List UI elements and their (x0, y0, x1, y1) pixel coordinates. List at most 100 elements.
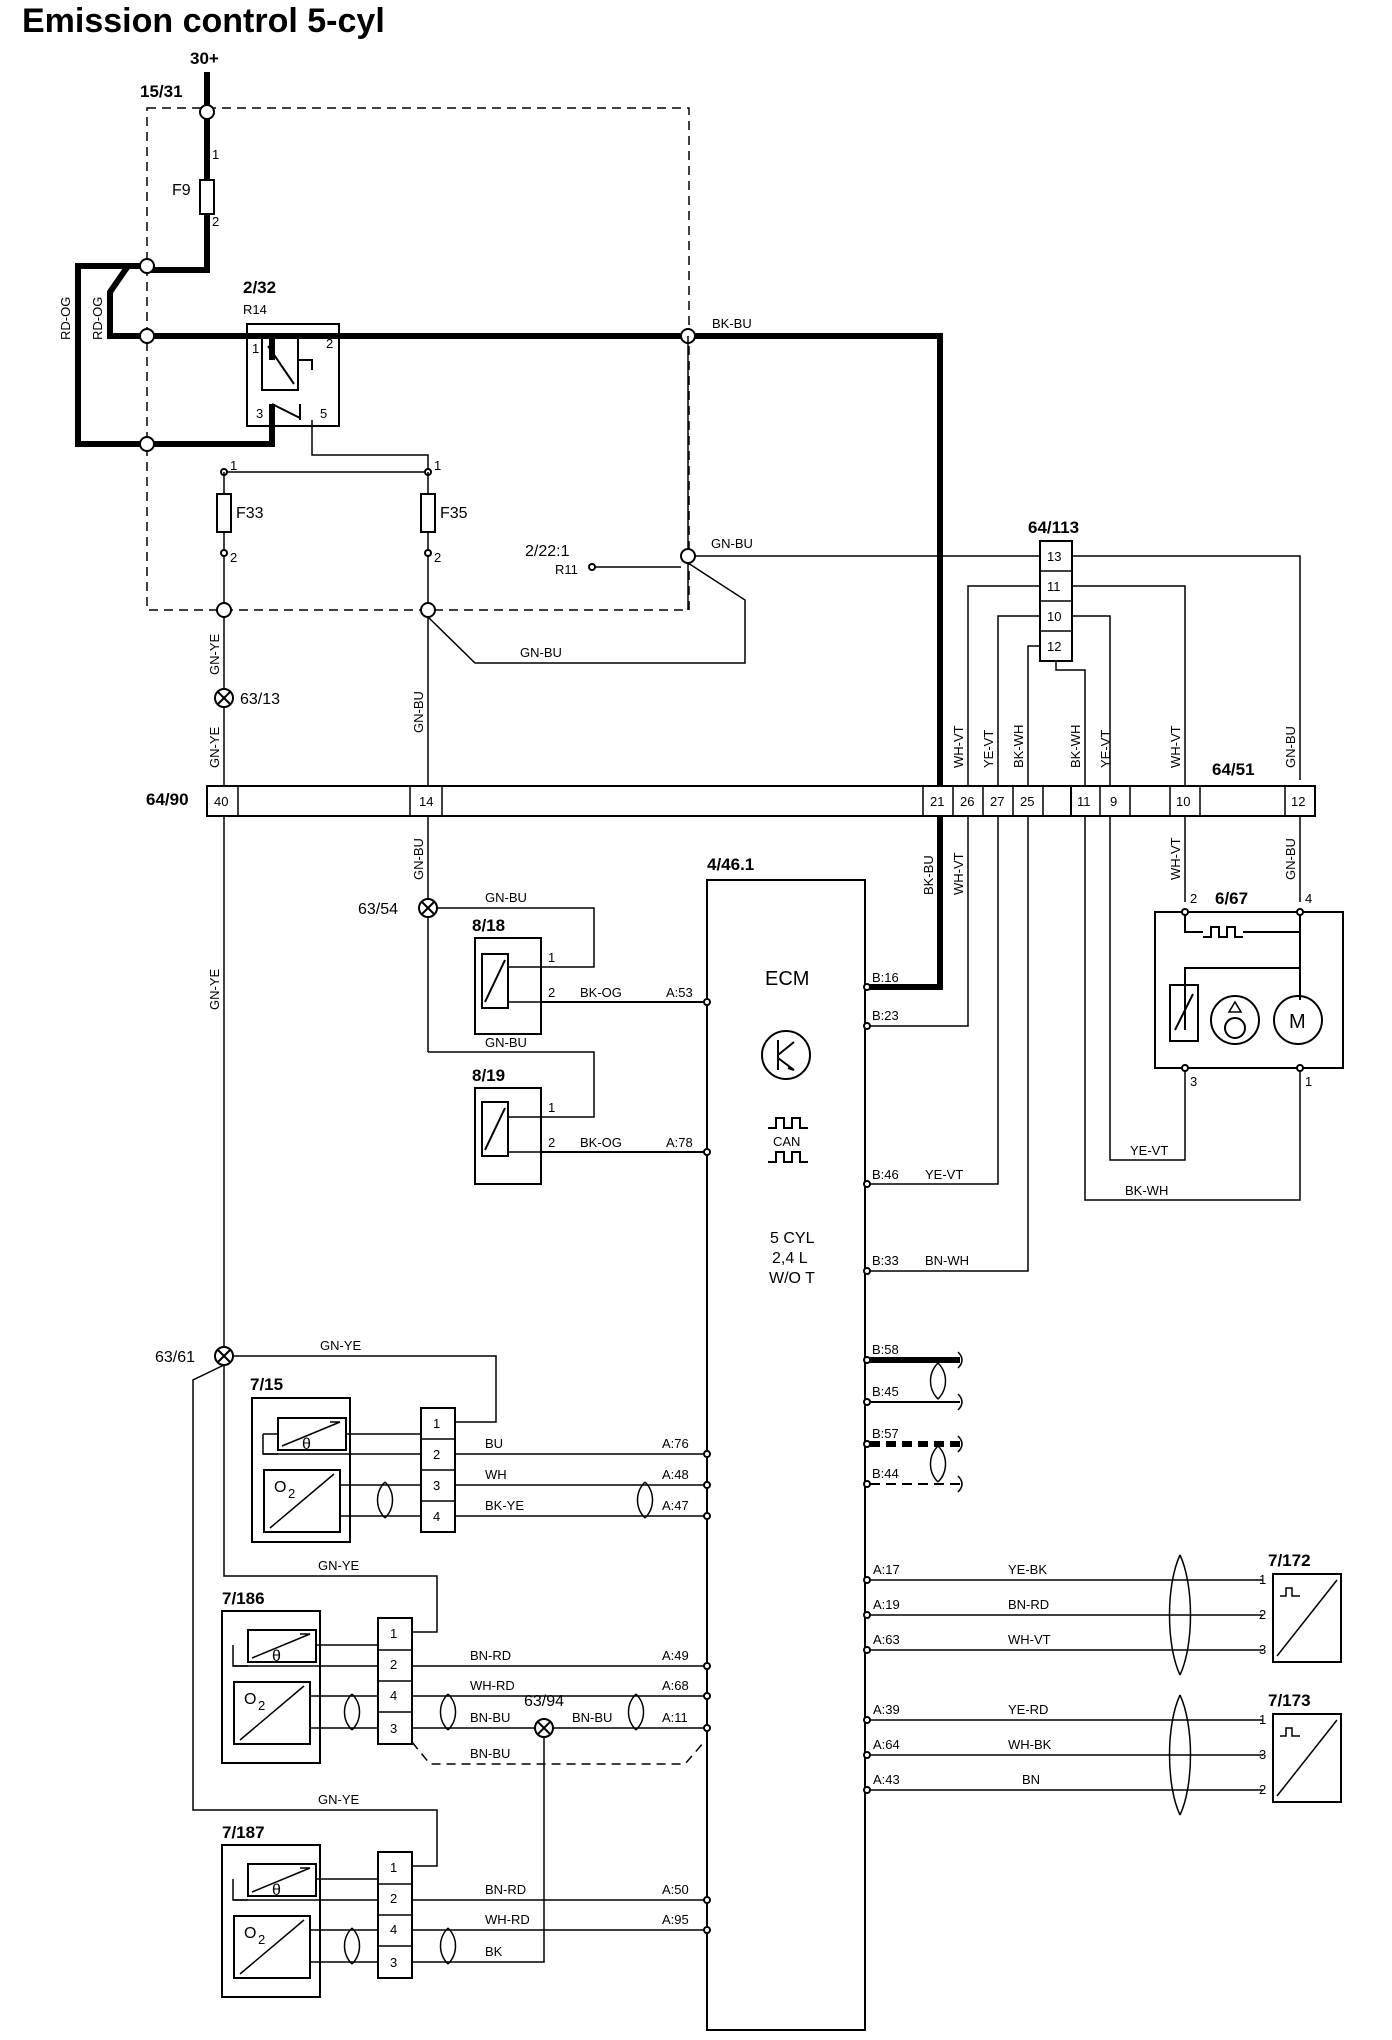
6-67-sensor-inner (1224, 1017, 1246, 1039)
label-wh-rd-b: WH-RD (485, 1912, 530, 1927)
c64-51-pin10: 10 (1176, 794, 1190, 809)
ecm-pin-a47: A:47 (662, 1498, 689, 1513)
label-wh-rd-a: WH-RD (470, 1678, 515, 1693)
connector-7-187-dividers (378, 1883, 412, 1947)
ecm-pin-a53-node (703, 998, 711, 1006)
label-gn-ye-a: GN-YE (207, 634, 222, 676)
relay-coil-diag (267, 345, 295, 385)
c8-18-pin2: 2 (548, 985, 555, 1000)
c7-186-pin4: 4 (390, 1688, 397, 1703)
splice-63-94 (534, 1718, 554, 1738)
wire-bk-wh-right (1055, 661, 1086, 790)
wire-gn-bu-return (427, 562, 746, 664)
wire-wh-vt-right (1072, 585, 1186, 790)
solenoid-8-19-leads (508, 1116, 542, 1153)
label-bn: BN (1022, 1772, 1040, 1787)
ecm-pin-a49-node (703, 1662, 711, 1670)
label-ye-bk: YE-BK (1008, 1562, 1047, 1577)
twist-7-186-cable-b (627, 1693, 645, 1731)
ecm-pin-a19: A:19 (873, 1597, 900, 1612)
ecm-pin-a39: A:39 (873, 1702, 900, 1717)
c64-90-pin25: 25 (1020, 794, 1034, 809)
c7-15-pin1: 1 (433, 1416, 440, 1431)
ecm-pin-b16: B:16 (872, 970, 899, 985)
connector-64-51-dividers (1099, 786, 1286, 816)
label-15-31: 15/31 (140, 82, 183, 101)
solenoid-8-19-coil (481, 1101, 509, 1157)
ecm-pin-a50-node (703, 1896, 711, 1904)
c6-67-pin3-node (1181, 1064, 1189, 1072)
label-bk-wh-a: BK-WH (1011, 725, 1026, 768)
wire-gn-bu-8-18 (437, 907, 595, 968)
c64-90-pin14: 14 (419, 794, 433, 809)
wire-relay-coil (154, 333, 533, 360)
c7-15-pin2: 2 (433, 1447, 440, 1462)
c64-51-pin12: 12 (1291, 794, 1305, 809)
supply-label: 30+ (190, 49, 219, 68)
7-172-diag (1276, 1579, 1338, 1657)
label-wh-bk: WH-BK (1008, 1737, 1052, 1752)
wire-relay-pin5-feed (311, 420, 429, 472)
label-2-32: 2/32 (243, 278, 276, 297)
label-gn-ye-c: GN-YE (207, 969, 222, 1011)
6-67-internal-wiring (1184, 915, 1301, 1030)
c64-51-pin11: 11 (1077, 794, 1091, 809)
wire-rd-og-outer (75, 263, 140, 447)
fuse-f9 (199, 179, 215, 215)
motor-icon (1273, 995, 1323, 1045)
c7-173-pin3: 3 (1259, 1747, 1266, 1762)
solenoid-8-18-diag (484, 959, 506, 1003)
7-187-o2-sub: 2 (258, 1932, 265, 1947)
twist-7-186-internal (343, 1693, 361, 1731)
connector-7-186-dividers (378, 1649, 412, 1713)
c7-173-pin1: 1 (1259, 1712, 1266, 1727)
connector-7-15-dividers (421, 1438, 455, 1502)
wire-bk-wh-12 (1027, 645, 1040, 790)
ecm-pin-a17-node (863, 1576, 871, 1584)
7-173-signal-icon (1280, 1727, 1300, 1737)
solenoid-8-19-diag (484, 1107, 506, 1151)
ecm-pin-b57-node (863, 1440, 871, 1448)
c7-172-pin2: 2 (1259, 1607, 1266, 1622)
ecm-pin-b44-node (863, 1480, 871, 1488)
label-8-19: 8/19 (472, 1066, 505, 1085)
f35-pin2-node (424, 549, 432, 557)
7-186-o2-label: O (244, 1691, 256, 1708)
break-b57-b44 (957, 1435, 963, 1493)
label-bu: BU (485, 1436, 503, 1451)
ecm-transistor-icon (761, 1030, 811, 1080)
c8-19-pin2: 2 (548, 1135, 555, 1150)
ecm-pin-a68-node (703, 1692, 711, 1700)
ecm-pin-a49: A:49 (662, 1648, 689, 1663)
connector-64-113-dividers (1040, 570, 1072, 632)
label-7-173: 7/173 (1268, 1691, 1311, 1710)
relay-pin3: 3 (256, 406, 263, 421)
c64-113-pin13: 13 (1047, 549, 1061, 564)
label-64-113: 64/113 (1028, 518, 1079, 537)
label-bn-rd-c: BN-RD (1008, 1597, 1049, 1612)
label-bk-wh-b: BK-WH (1068, 725, 1083, 768)
7-186-theta: θ (272, 1648, 281, 1665)
label-bn-bu-a: BN-BU (470, 1710, 510, 1725)
ecm-spec-2: 2,4 L (772, 1250, 808, 1267)
wire-gn-ye-7-15 (233, 1355, 497, 1423)
6-67-sensor-delta (1227, 1000, 1243, 1013)
label-gn-ye-f: GN-YE (318, 1792, 360, 1807)
node-f35-out (420, 602, 436, 618)
ecm-pin-a43: A:43 (873, 1772, 900, 1787)
node-rd-og-1 (139, 258, 155, 274)
ecm-pin-b33-node (863, 1267, 871, 1275)
label-gn-bu-b: GN-BU (1283, 726, 1298, 768)
ecm-pin-a17: A:17 (873, 1562, 900, 1577)
7-186-heater (247, 1629, 317, 1663)
wire-bk-to-63-94 (412, 1737, 545, 1963)
label-wh-vt-a: WH-VT (951, 725, 966, 768)
ecm-pin-a39-node (863, 1716, 871, 1724)
c6-67-pin2: 2 (1190, 891, 1197, 906)
7-15-o2-leads (340, 1484, 421, 1517)
twist-7-186-cable-a (439, 1693, 457, 1731)
node-rd-og-2 (139, 436, 155, 452)
c7-186-pin1: 1 (390, 1626, 397, 1641)
c7-187-pin3: 3 (390, 1955, 397, 1970)
wire-fuse-out (223, 556, 429, 603)
